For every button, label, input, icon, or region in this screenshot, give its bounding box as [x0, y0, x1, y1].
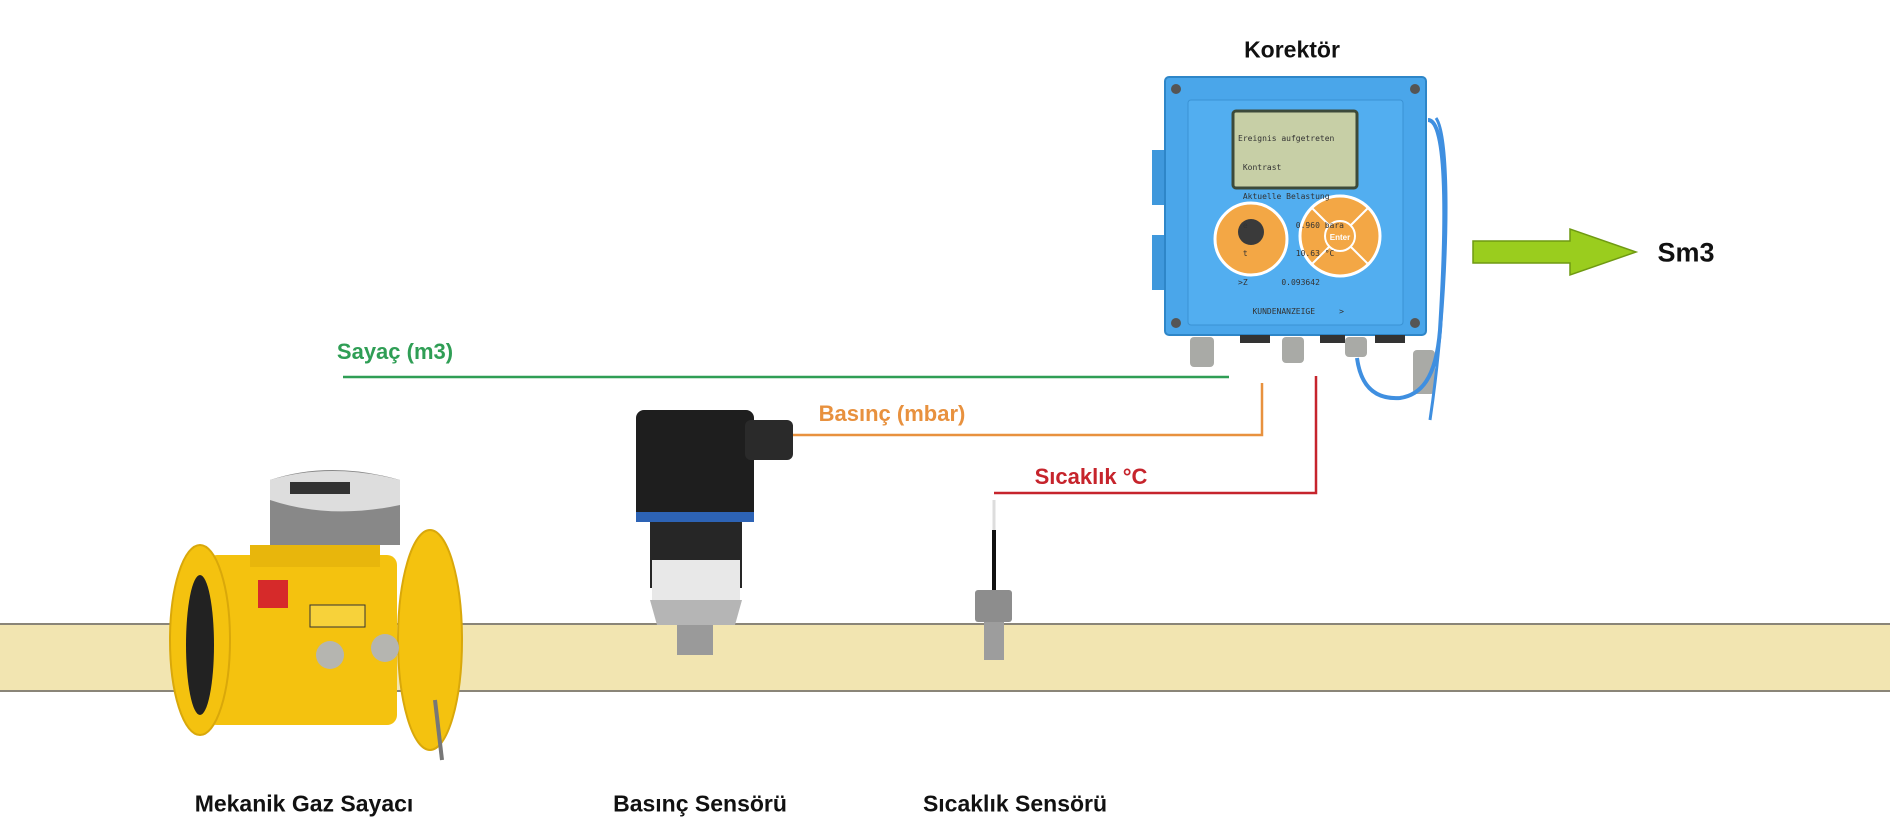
gas-meter-device [169, 470, 463, 761]
display-line: e 0.960 bara [1238, 220, 1344, 230]
pressure-sensor-device [636, 410, 793, 655]
temperature-sensor-label: Sıcaklık Sensörü [922, 790, 1108, 817]
enter-key-label: Enter [1330, 233, 1350, 242]
corrector-display: Ereignis aufgetreten Kontrast Aktuelle B… [1235, 113, 1355, 328]
pressure-sensor-label: Basınç Sensörü [613, 790, 787, 817]
output-arrow [1472, 227, 1639, 277]
output-label: Sm3 [1657, 237, 1715, 268]
display-line: t 10.63 °C [1238, 249, 1335, 259]
temperature-sensor-device [975, 500, 1012, 660]
pressure-signal-label: Basınç (mbar) [818, 401, 966, 426]
corrector-device [1152, 76, 1448, 421]
temperature-signal-label: Sıcaklık °C [1034, 464, 1148, 489]
gas-meter-label: Mekanik Gaz Sayacı [194, 790, 414, 817]
pressure-signal-line [789, 383, 1264, 437]
display-line: Kontrast [1238, 162, 1282, 172]
display-line: Ereignis aufgetreten [1238, 134, 1335, 144]
display-line: Aktuelle Belastung [1238, 191, 1330, 201]
meter-signal-label: Sayaç (m3) [336, 339, 454, 364]
temperature-signal-line [994, 376, 1318, 495]
display-line: KUNDENANZEIGE > [1238, 306, 1344, 316]
display-line: >Z 0.093642 [1238, 278, 1320, 288]
corrector-label: Korektör [1244, 36, 1340, 63]
